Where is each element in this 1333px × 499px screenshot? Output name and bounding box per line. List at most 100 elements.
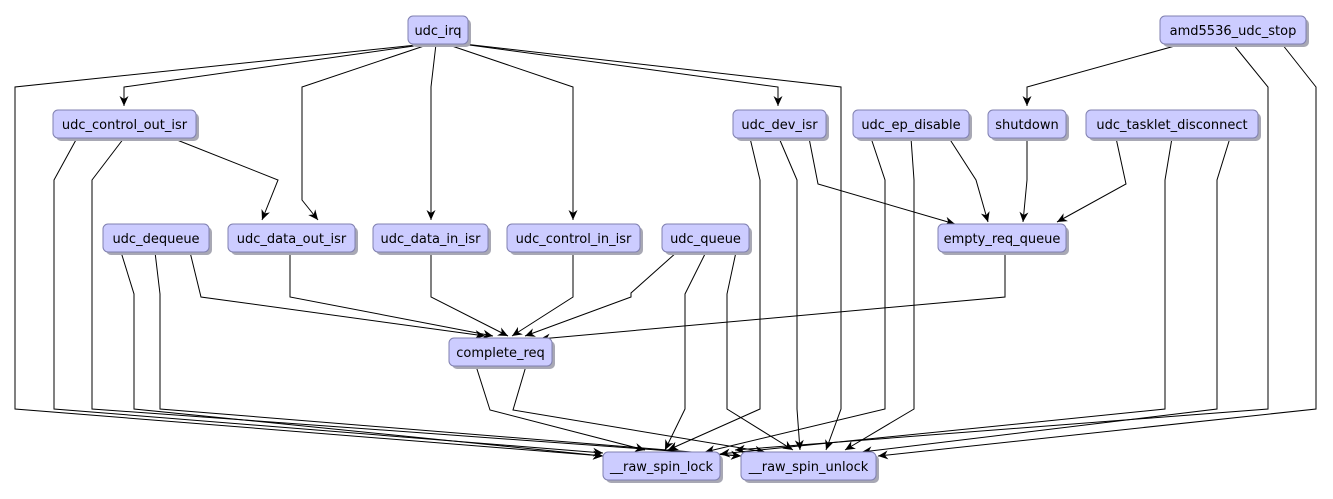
node-label: udc_control_in_isr — [516, 232, 632, 247]
node-complete-req[interactable]: complete_req — [448, 337, 555, 369]
node-empty-req-queue[interactable]: empty_req_queue — [937, 223, 1069, 255]
node-label: udc_control_out_isr — [62, 118, 188, 133]
edge-line — [511, 252, 574, 337]
arrowhead-icon — [568, 210, 578, 220]
node-label: __raw_spin_unlock — [748, 460, 869, 475]
node-box[interactable] — [987, 109, 1067, 139]
arrowhead-icon — [592, 450, 603, 460]
arrowhead-icon — [980, 211, 990, 222]
edge-line — [844, 137, 915, 451]
edge-line — [734, 43, 1269, 451]
arrowhead-icon — [878, 450, 889, 460]
edge-line — [1022, 138, 1028, 223]
edge-line — [861, 137, 1231, 453]
node-box[interactable] — [102, 223, 210, 253]
arrowhead-icon — [497, 327, 508, 336]
node-udc-dev-isr[interactable]: udc_dev_isr — [732, 109, 829, 141]
node-label: __raw_spin_lock — [609, 460, 714, 475]
node-box[interactable] — [448, 337, 553, 367]
node-raw-spin-lock[interactable]: __raw_spin_lock — [602, 451, 723, 483]
node-shutdown[interactable]: shutdown — [987, 109, 1069, 141]
edge-line — [778, 137, 801, 451]
node-label: udc_queue — [670, 232, 741, 247]
edge-line — [120, 251, 604, 457]
node-box[interactable] — [506, 223, 641, 253]
node-udc-dequeue[interactable]: udc_dequeue — [102, 223, 212, 255]
edge-line — [53, 137, 604, 454]
edge-line — [430, 43, 437, 220]
node-box[interactable] — [740, 451, 877, 481]
edge-udc_irq-to-udc_data_in_isr — [426, 43, 437, 220]
node-box[interactable] — [407, 15, 469, 45]
edge-line — [877, 43, 1317, 457]
edge-line — [719, 137, 1173, 455]
edge-udc_queue-to-raw_spin_lock — [664, 251, 707, 451]
edge-line — [475, 365, 646, 451]
node-udc-irq[interactable]: udc_irq — [407, 15, 471, 47]
edge-line — [445, 43, 574, 220]
node-label: udc_data_in_isr — [380, 232, 481, 247]
edge-udc_control_out_isr-to-udc_data_out_isr — [171, 137, 279, 221]
edge-udc_dequeue-to-complete_req — [189, 251, 486, 340]
edge-udc_dev_isr-to-empty_req_queue — [808, 137, 956, 226]
edge-line — [1056, 137, 1127, 223]
edge-udc_irq-to-udc_control_in_isr — [445, 43, 578, 220]
node-udc-control-out-isr[interactable]: udc_control_out_isr — [52, 109, 199, 141]
node-box[interactable] — [732, 109, 827, 139]
arrowhead-icon — [782, 440, 793, 450]
edge-udc_irq-to-udc_control_out_isr — [119, 43, 429, 106]
edge-line — [512, 365, 766, 453]
edges-layer — [14, 43, 1317, 460]
edge-amd5536_udc_stop-to-raw_spin_unlock — [877, 43, 1317, 460]
edge-line — [463, 43, 842, 451]
node-box[interactable] — [852, 109, 970, 139]
arrowhead-icon — [512, 326, 523, 336]
edge-udc_ep_disable-to-raw_spin_lock — [704, 137, 886, 455]
edge-line — [808, 137, 956, 225]
edge-udc_control_out_isr-to-raw_spin_lock — [53, 137, 604, 457]
node-amd5536-udc-stop[interactable]: amd5536_udc_stop — [1159, 15, 1309, 47]
arrowhead-icon — [668, 441, 679, 451]
node-box[interactable] — [937, 223, 1067, 253]
node-box[interactable] — [602, 451, 721, 481]
node-udc-queue[interactable]: udc_queue — [661, 223, 752, 255]
arrowhead-icon — [592, 447, 603, 457]
arrowhead-icon — [474, 330, 485, 340]
edge-line — [91, 137, 742, 457]
edge-shutdown-to-empty_req_queue — [1019, 138, 1029, 223]
arrowhead-icon — [773, 96, 783, 106]
node-box[interactable] — [372, 223, 489, 253]
edge-udc_data_out_isr-to-complete_req — [289, 252, 494, 339]
edge-udc_queue-to-raw_spin_unlock — [726, 251, 794, 451]
node-box[interactable] — [661, 223, 750, 253]
edge-line — [667, 137, 761, 451]
arrowhead-icon — [1019, 211, 1029, 222]
edge-udc_data_in_isr-to-complete_req — [430, 252, 509, 337]
edge-udc_dev_isr-to-raw_spin_unlock — [778, 137, 804, 451]
node-label: shutdown — [995, 118, 1058, 133]
node-box[interactable] — [52, 109, 197, 139]
edge-line — [461, 43, 779, 106]
node-udc-data-out-isr[interactable]: udc_data_out_isr — [227, 223, 358, 255]
edge-line — [430, 252, 509, 337]
edge-line — [189, 251, 486, 337]
node-label: udc_tasklet_disconnect — [1096, 118, 1247, 133]
node-box[interactable] — [227, 223, 356, 253]
node-udc-control-in-isr[interactable]: udc_control_in_isr — [506, 223, 643, 255]
node-raw-spin-unlock[interactable]: __raw_spin_unlock — [740, 451, 879, 483]
nodes-layer: udc_irq amd5536_udc_stop udc_control_out_i… — [52, 15, 1309, 483]
arrowhead-icon — [845, 441, 856, 450]
edge-udc_ep_disable-to-empty_req_queue — [948, 137, 990, 223]
node-box[interactable] — [1159, 15, 1307, 45]
node-udc-tasklet-disconnect[interactable]: udc_tasklet_disconnect — [1085, 109, 1261, 141]
edge-udc_queue-to-complete_req — [524, 251, 678, 337]
edge-udc_tasklet_disconnect-to-raw_spin_lock — [719, 137, 1173, 458]
edge-udc_dequeue-to-raw_spin_unlock — [154, 251, 742, 460]
edge-udc_ep_disable-to-raw_spin_unlock — [844, 137, 915, 451]
node-udc-data-in-isr[interactable]: udc_data_in_isr — [372, 223, 491, 255]
edge-udc_control_in_isr-to-complete_req — [511, 252, 574, 337]
node-udc-ep-disable[interactable]: udc_ep_disable — [852, 109, 972, 141]
edge-udc_irq-to-raw_spin_unlock — [463, 43, 842, 451]
arrowhead-icon — [482, 329, 493, 339]
node-box[interactable] — [1085, 109, 1259, 139]
